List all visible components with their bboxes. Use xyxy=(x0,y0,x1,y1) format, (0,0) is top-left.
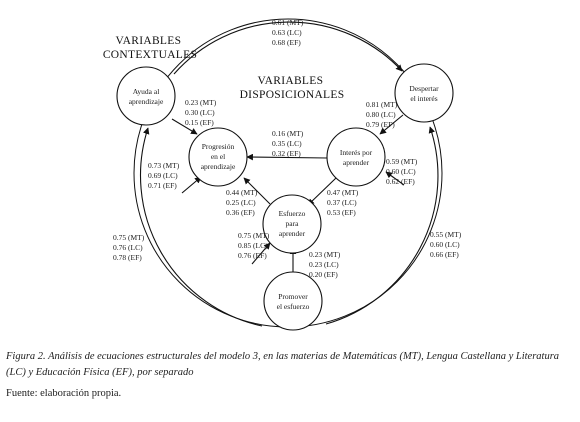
coef-ayuda-progresion: 0.23 (MT)0.30 (LC)0.15 (EF) xyxy=(185,98,217,127)
coef-ayuda-despertar: 0.61 (MT)0.63 (LC)0.68 (EF) xyxy=(272,18,304,47)
arrow-error-progresion xyxy=(181,176,202,194)
coef-interes-esfuerzo: 0.47 (MT)0.37 (LC)0.53 (EF) xyxy=(327,188,359,217)
arrow-error-interes xyxy=(385,171,405,186)
coef-progresion-error: 0.73 (MT)0.69 (LC)0.71 (EF) xyxy=(148,161,180,190)
arrow-esfuerzo-progresion xyxy=(243,177,271,205)
figure-source: Fuente: elaboración propia. xyxy=(6,388,122,399)
arrow-interes-progresion xyxy=(246,153,328,161)
coef-despertar-promover: 0.55 (MT)0.60 (LC)0.66 (EF) xyxy=(430,230,462,259)
arrow-ayuda-progresion xyxy=(171,118,198,135)
coef-promover-esfuerzo: 0.23 (MT)0.23 (LC)0.20 (EF) xyxy=(309,250,341,279)
coef-interes-error: 0.59 (MT)0.60 (LC)0.62 (EF) xyxy=(386,157,418,186)
coef-despertar-interes: 0.81 (MT)0.80 (LC)0.79 (EF) xyxy=(366,100,398,129)
arrow-despertar-interes xyxy=(379,114,404,135)
coef-esfuerzo-progresion: 0.44 (MT)0.25 (LC)0.36 (EF) xyxy=(226,188,258,217)
arrow-ayuda-promover xyxy=(139,127,263,327)
heading-dispositional: VARIABLES DISPOSICIONALES xyxy=(240,75,345,101)
arrow-ayuda-despertar xyxy=(173,21,403,75)
coef-ayuda-promover: 0.75 (MT)0.76 (LC)0.78 (EF) xyxy=(113,233,145,262)
coef-interes-progresion: 0.16 (MT)0.35 (LC)0.32 (EF) xyxy=(272,129,304,158)
figure-caption: Figura 2. Análisis de ecuaciones estruct… xyxy=(6,351,560,378)
arrow-error-esfuerzo xyxy=(251,242,271,265)
heading-contextual: VARIABLES CONTEXTUALES xyxy=(103,35,197,61)
arrow-interes-esfuerzo xyxy=(307,177,337,206)
arrow-despertar-promover xyxy=(325,126,439,325)
coef-esfuerzo-error: 0.75 (MT)0.85 (LC)0.76 (EF) xyxy=(238,231,270,260)
